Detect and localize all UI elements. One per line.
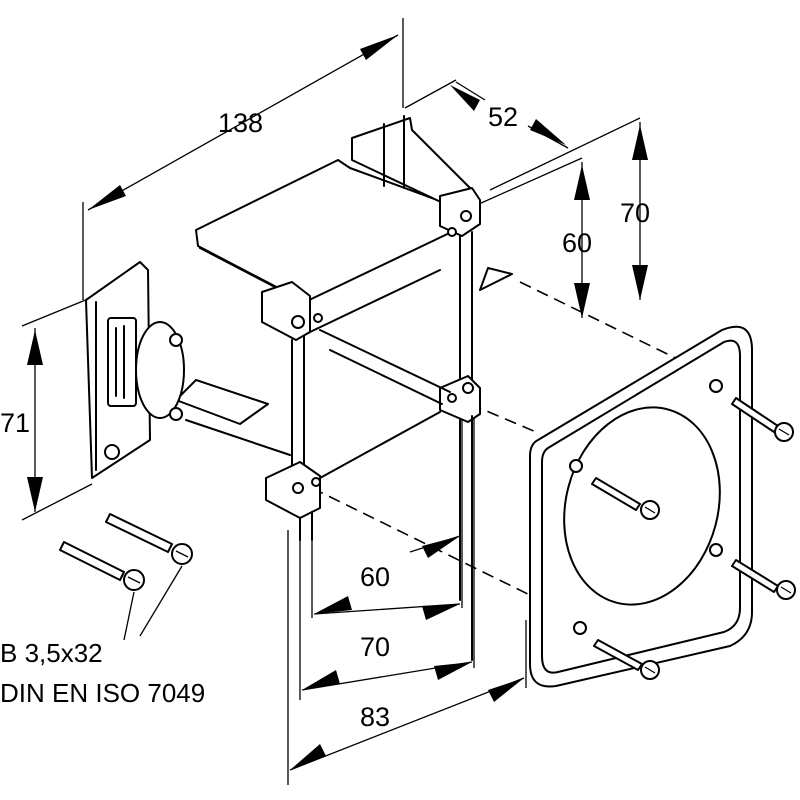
screw-spec-line1: B 3,5x32 bbox=[0, 638, 103, 668]
dimension-label-outer-height: 70 bbox=[620, 198, 650, 228]
dimension-label-outer-width: 83 bbox=[360, 702, 390, 732]
plate-screw-4 bbox=[593, 639, 660, 680]
dimension-label-depth: 52 bbox=[488, 102, 518, 132]
plate-screw-3 bbox=[731, 559, 796, 600]
dimension-60-horizontal bbox=[311, 412, 463, 620]
screw-spec-line2: DIN EN ISO 7049 bbox=[0, 678, 205, 708]
loose-screw-1 bbox=[105, 513, 193, 565]
dimension-70-vertical bbox=[489, 117, 648, 300]
screw-spec-leader bbox=[123, 565, 183, 641]
dimension-138 bbox=[82, 18, 404, 300]
dimension-label-mid-width: 70 bbox=[360, 632, 390, 662]
dimension-71 bbox=[21, 289, 111, 521]
junction-box-frame bbox=[175, 115, 513, 661]
dimension-label-length: 138 bbox=[218, 108, 263, 138]
plate-screw-1 bbox=[731, 397, 794, 442]
dimension-label-inner-width: 60 bbox=[360, 562, 390, 592]
dimension-70-horizontal bbox=[299, 406, 475, 700]
rear-flange bbox=[85, 261, 185, 479]
dimension-label-flange-height: 71 bbox=[0, 408, 30, 438]
dimension-83 bbox=[287, 530, 527, 785]
plate-screw-2 bbox=[591, 477, 660, 520]
dimension-52 bbox=[404, 79, 569, 149]
loose-screw-2 bbox=[59, 541, 145, 591]
dimension-60-vertical bbox=[469, 157, 590, 318]
dimension-label-inner-height: 60 bbox=[562, 228, 592, 258]
